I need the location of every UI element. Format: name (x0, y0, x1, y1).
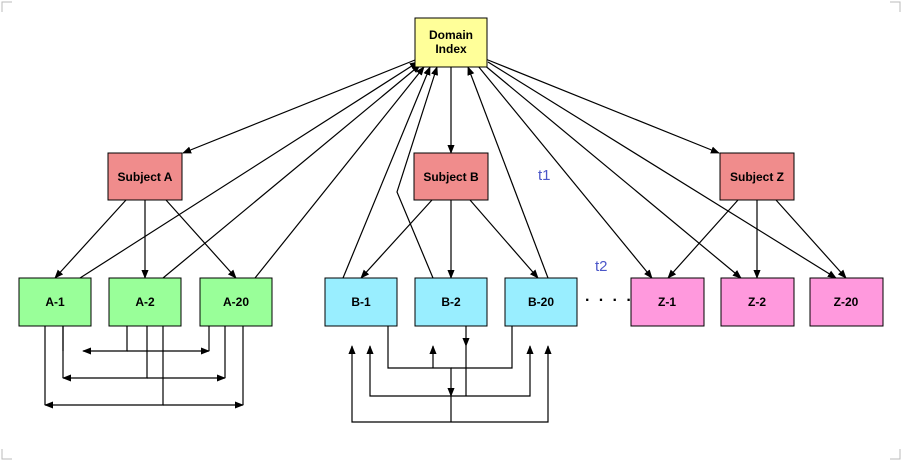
b-link-8 (348, 345, 451, 423)
edge-a20-index (254, 66, 425, 279)
edge-index-z1 (477, 65, 653, 279)
doc-a1-label: A-1 (45, 295, 65, 309)
b-link-9 (451, 345, 552, 423)
doc-b2-label: B-2 (441, 295, 461, 309)
t2-label: t2 (595, 258, 608, 275)
subject-b-label: Subject B (423, 170, 479, 184)
doc-b1-label: B-1 (351, 295, 371, 309)
domain-index-label-line1: Domain (429, 28, 473, 42)
subject-a-label: Subject A (118, 170, 173, 184)
edge-subject-z-z1 (667, 199, 739, 279)
doc-b2-node: B-2 (414, 277, 488, 327)
doc-b20-box (504, 277, 578, 327)
a-link-1 (82, 326, 128, 355)
domain-index-label-line2: Index (435, 42, 467, 56)
b-link-2 (451, 326, 513, 369)
doc-z1-node: Z-1 (630, 277, 705, 327)
domain-index-node: Domain Index (414, 17, 488, 68)
edge-index-z20 (487, 61, 837, 279)
doc-z20-node: Z-20 (809, 277, 884, 327)
subject-b-node: Subject B (413, 152, 489, 201)
edge-b2-index (396, 66, 438, 279)
subject-z-node: Subject Z (719, 152, 795, 201)
doc-z20-box (809, 277, 884, 327)
doc-a20-label: A-20 (223, 295, 249, 309)
edge-index-z2 (482, 63, 742, 279)
doc-a2-node: A-2 (108, 277, 182, 327)
subject-a-node: Subject A (107, 152, 183, 201)
doc-z1-label: Z-1 (658, 295, 676, 309)
doc-a1-node: A-1 (18, 277, 92, 327)
edge-a2-index (162, 64, 421, 279)
b-link-5 (466, 345, 534, 397)
t1-label: t1 (538, 167, 551, 184)
a-link-5 (62, 326, 148, 382)
doc-a2-box (108, 277, 182, 327)
edge-subject-a-a1 (54, 199, 127, 279)
edge-index-subject-a (182, 53, 424, 154)
doc-z1-box (630, 277, 705, 327)
doc-b1-node: B-1 (324, 277, 398, 327)
edge-b1-index (342, 66, 431, 279)
subject-a-box (107, 152, 183, 201)
doc-z2-label: Z-2 (748, 295, 766, 309)
doc-a2-label: A-2 (135, 295, 155, 309)
edge-index-subject-z (479, 53, 720, 154)
subject-b-box (413, 152, 489, 201)
edge-b20-index (467, 66, 549, 279)
doc-b20-label: B-20 (528, 295, 554, 309)
doc-a20-box (199, 277, 273, 327)
doc-b2-box (414, 277, 488, 327)
subject-z-box (719, 152, 795, 201)
edge-subject-z-z20 (775, 199, 847, 279)
doc-b1-box (324, 277, 398, 327)
domain-index-box (414, 17, 488, 68)
doc-z2-node: Z-2 (720, 277, 795, 327)
doc-z2-box (720, 277, 795, 327)
edge-subject-b-b1 (360, 199, 433, 279)
doc-a1-box (18, 277, 92, 327)
edge-subject-b-b20 (469, 199, 539, 279)
subject-z-label: Subject Z (730, 170, 784, 184)
doc-b20-node: B-20 (504, 277, 578, 327)
b-link-4 (366, 345, 466, 397)
connectors (44, 53, 847, 423)
doc-a20-node: A-20 (199, 277, 273, 327)
edge-subject-a-a20 (165, 199, 237, 279)
b-link-1 (387, 326, 455, 397)
ellipsis-dots: · · · · (585, 292, 634, 309)
edge-a1-index (79, 61, 419, 279)
doc-z20-label: Z-20 (834, 295, 859, 309)
